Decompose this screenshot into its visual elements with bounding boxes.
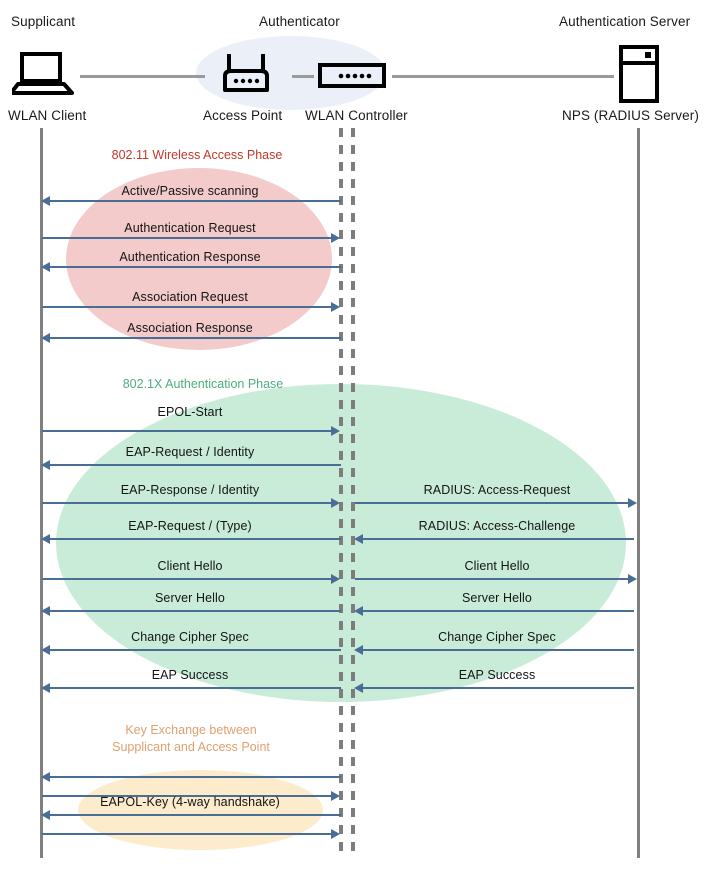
message-label: EAP-Response / Identity <box>120 483 260 497</box>
message-arrow <box>47 266 341 268</box>
message-label: Server Hello <box>155 591 225 605</box>
message-label: Authentication Request <box>124 221 256 235</box>
lifeline-supplicant <box>40 128 43 858</box>
message-arrow <box>47 538 341 540</box>
message-label: RADIUS: Access-Challenge <box>418 519 576 533</box>
phase-caption-wireless-access: 802.11 Wireless Access Phase <box>111 148 283 162</box>
message-arrow <box>47 610 341 612</box>
arrow-head-icon <box>354 534 363 544</box>
message-label: Active/Passive scanning <box>121 184 259 198</box>
lifeline-authentication-server <box>637 128 640 858</box>
arrow-head-icon <box>628 574 637 584</box>
message-label: Change Cipher Spec <box>131 630 249 644</box>
message-arrow <box>355 502 629 504</box>
link-client-to-ap <box>80 75 205 78</box>
message-arrow <box>360 610 634 612</box>
arrow-head-icon <box>354 683 363 693</box>
arrow-head-icon <box>41 262 50 272</box>
phase-caption-dot1x-auth: 802.1X Authentication Phase <box>122 377 284 391</box>
role-title-authenticator: Authenticator <box>259 14 340 29</box>
message-label: EAP Success <box>151 668 229 682</box>
lifeline-wlan-controller <box>351 128 355 858</box>
lifeline-access-point <box>339 128 343 858</box>
arrow-head-icon <box>41 810 50 820</box>
message-label: EAP-Request / Identity <box>125 445 255 459</box>
arrow-head-icon <box>354 606 363 616</box>
message-label: EAPOL-Key (4-way handshake) <box>100 795 280 809</box>
arrow-head-icon <box>41 333 50 343</box>
arrow-head-icon <box>41 534 50 544</box>
arrow-head-icon <box>331 302 340 312</box>
arrow-head-icon <box>41 460 50 470</box>
message-label: Client Hello <box>157 559 223 573</box>
message-arrow <box>42 306 332 308</box>
message-label: RADIUS: Access-Request <box>423 483 571 497</box>
wireless-router-icon <box>223 54 269 92</box>
message-label: Association Request <box>132 290 248 304</box>
message-arrow <box>42 833 332 835</box>
message-arrow <box>47 649 341 651</box>
role-title-authentication-server: Authentication Server <box>559 14 691 29</box>
phase-caption-key-exchange: Key Exchange between Supplicant and Acce… <box>112 723 270 754</box>
message-label: EPOL-Start <box>157 405 223 419</box>
message-arrow <box>360 687 634 689</box>
arrow-head-icon <box>41 683 50 693</box>
link-controller-to-server <box>392 75 614 78</box>
message-label: Client Hello <box>464 559 530 573</box>
message-arrow <box>42 430 332 432</box>
phase-ellipse-key-exchange <box>78 770 323 850</box>
arrow-head-icon <box>41 196 50 206</box>
message-arrow <box>360 649 634 651</box>
node-label-nps-radius-server: NPS (RADIUS Server) <box>562 108 699 123</box>
message-arrow <box>42 578 332 580</box>
arrow-head-icon <box>331 829 340 839</box>
message-arrow <box>42 795 332 797</box>
arrow-head-icon <box>331 426 340 436</box>
message-label: EAP Success <box>458 668 536 682</box>
message-arrow <box>47 337 341 339</box>
message-arrow <box>42 237 332 239</box>
message-arrow <box>47 814 341 816</box>
arrow-head-icon <box>628 498 637 508</box>
message-label: Change Cipher Spec <box>438 630 556 644</box>
arrow-head-icon <box>41 772 50 782</box>
arrow-head-icon <box>41 606 50 616</box>
link-ap-to-controller <box>292 75 314 78</box>
arrow-head-icon <box>331 574 340 584</box>
arrow-head-icon <box>354 645 363 655</box>
node-label-wlan-controller: WLAN Controller <box>305 108 408 123</box>
role-title-supplicant: Supplicant <box>11 14 76 29</box>
laptop-icon <box>12 52 74 95</box>
node-label-wlan-client: WLAN Client <box>8 108 87 123</box>
node-label-access-point: Access Point <box>203 108 283 123</box>
message-arrow <box>47 687 341 689</box>
phase-ellipse-wireless-access <box>66 168 332 350</box>
arrow-head-icon <box>331 233 340 243</box>
message-arrow <box>360 538 634 540</box>
arrow-head-icon <box>41 645 50 655</box>
arrow-head-icon <box>331 498 340 508</box>
message-label: Authentication Response <box>119 250 261 264</box>
message-arrow <box>47 776 341 778</box>
message-label: Server Hello <box>462 591 532 605</box>
message-arrow <box>355 578 629 580</box>
network-switch-icon <box>318 63 386 88</box>
message-arrow <box>47 200 341 202</box>
server-tower-icon <box>619 45 659 103</box>
arrow-head-icon <box>331 791 340 801</box>
message-arrow <box>42 502 332 504</box>
message-label: Association Response <box>127 321 253 335</box>
message-arrow <box>47 464 341 466</box>
message-label: EAP-Request / (Type) <box>128 519 252 533</box>
